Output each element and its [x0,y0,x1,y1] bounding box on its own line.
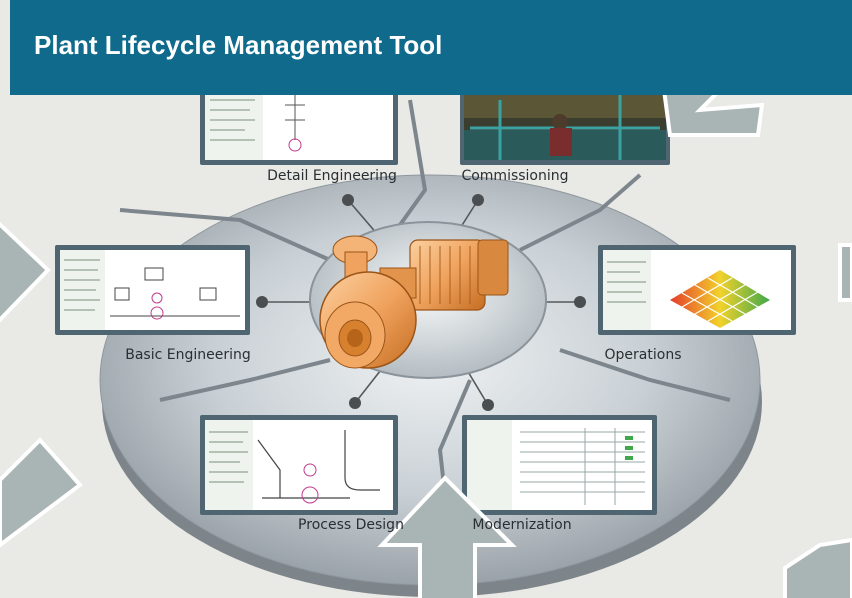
arrow-right [838,243,852,302]
screen-basic-engineering [55,245,250,335]
arrow-bottom-left [0,437,83,548]
screen-modernization [462,415,657,515]
label-basic-engineering: Basic Engineering [125,347,251,363]
arrow-bottom-center [377,475,517,598]
page-title: Plant Lifecycle Management Tool [34,30,443,60]
screen-detail-engineering [200,85,398,165]
label-detail-engineering: Detail Engineering [267,168,397,184]
label-commissioning: Commissioning [461,168,569,184]
arrow-left [0,221,51,323]
screen-operations [598,245,796,335]
header-bar [10,0,852,95]
screen-commissioning [460,85,670,165]
pump-icon [319,235,509,369]
label-modernization: Modernization [472,517,572,533]
label-operations: Operations [604,347,682,363]
connector-dots [256,194,586,411]
label-process-design: Process Design [298,517,404,533]
arrow-bottom-right [783,537,852,598]
screen-process-design [200,415,398,515]
